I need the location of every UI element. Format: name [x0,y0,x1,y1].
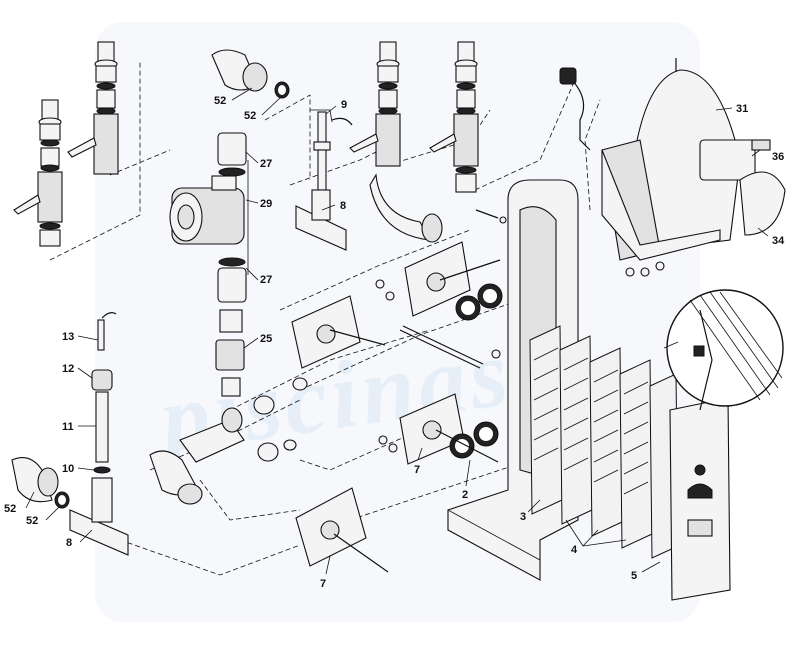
callout-8: 8 [66,537,72,549]
callout-12: 12 [62,363,74,375]
callout-labels: 52 52 9 27 29 8 27 25 13 12 11 10 52 52 … [4,95,785,590]
callout-52: 52 [214,95,226,107]
callout-8: 8 [340,200,346,212]
end-pressure-plate [669,397,731,601]
callout-52: 52 [244,110,256,122]
callout-13: 13 [62,331,74,343]
controller-housing [559,58,786,277]
callout-leader-lines [25,87,769,575]
callout-3: 3 [520,511,526,523]
tie-rod [375,209,507,453]
detail-magnifier [663,289,784,411]
callout-31: 31 [736,103,748,115]
plate-pack [529,325,679,559]
callout-4: 4 [571,544,578,556]
pipe-fittings-lower-middle [149,377,308,505]
flange-plate-middle [291,295,386,369]
callout-25: 25 [260,333,272,345]
flange-plate-lower [399,393,499,465]
sensor-assembly-lower [11,312,129,556]
callout-7: 7 [320,578,326,590]
callout-2: 2 [462,489,468,501]
callout-11: 11 [62,421,74,433]
valve-assembly-left [13,99,63,247]
callout-29: 29 [260,198,272,210]
valve-assembly-fourth [429,41,479,193]
assembly-guide-lines [49,60,601,576]
callout-34: 34 [772,235,785,247]
callout-9: 9 [341,99,347,111]
union-fitting-top [211,49,290,99]
callout-52: 52 [4,503,16,515]
valve-assembly-second [67,41,119,175]
sensor-and-tee-top [295,109,353,251]
callout-27: 27 [260,274,272,286]
flange-plate-bottom [295,487,389,573]
flange-plate-upper [404,241,503,321]
callout-7: 7 [414,464,420,476]
callout-52: 52 [26,515,38,527]
circulation-pump [169,132,247,397]
callout-36: 36 [772,151,784,163]
callout-5: 5 [631,570,637,582]
callout-10: 10 [62,463,74,475]
valve-assembly-third [349,41,443,243]
callout-27: 27 [260,158,272,170]
